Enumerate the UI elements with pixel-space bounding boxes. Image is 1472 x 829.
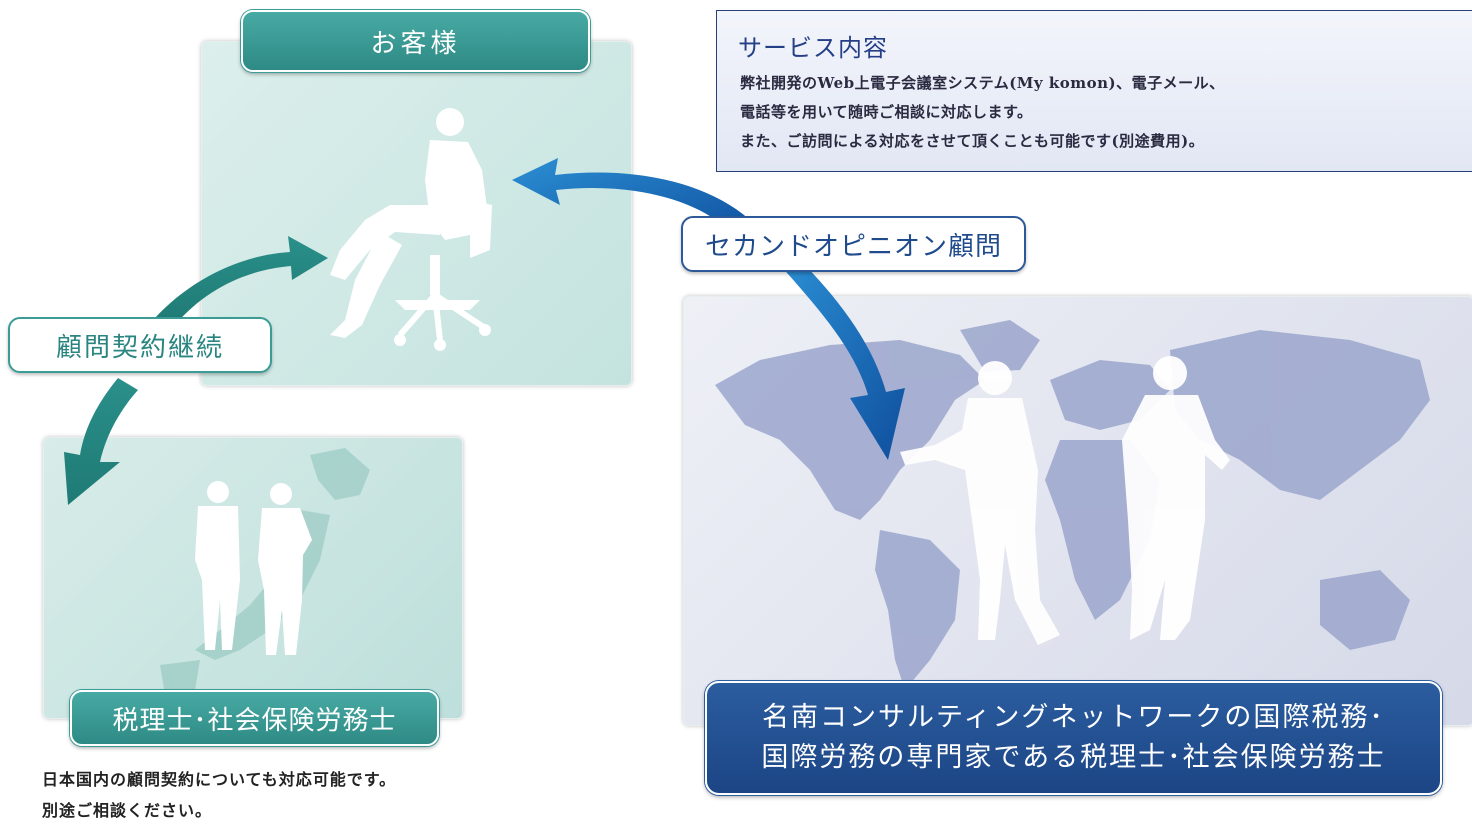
domestic-experts-silhouette — [195, 481, 312, 655]
asia-shape — [1170, 330, 1430, 500]
second-opinion-label: セカンドオピニオン顧問 — [681, 216, 1026, 272]
service-title: サービス内容 — [738, 34, 888, 62]
service-content-box — [716, 10, 1472, 172]
arrow-to-customer-from-domestic — [155, 236, 328, 325]
customer-label: お客様 — [241, 10, 590, 72]
domestic-note-line: 別途ご相談ください。 — [42, 801, 213, 820]
second-opinion-label-text: セカンドオピニオン顧問 — [704, 231, 1002, 262]
north-america-shape — [715, 340, 985, 520]
world-map-graphic — [715, 320, 1430, 690]
greenland-shape — [960, 320, 1040, 372]
arrow-to-customer — [512, 158, 760, 238]
customer-silhouette — [330, 108, 492, 351]
domestic-note-line: 日本国内の顧問契約についても対応可能です。 — [42, 770, 397, 789]
international-expert-label-line: 名南コンサルティングネットワークの国際税務･ — [762, 702, 1385, 733]
customer-label-text: お客様 — [370, 28, 461, 59]
arrow-to-domestic — [64, 378, 138, 505]
arrow-to-international — [780, 258, 905, 460]
australia-shape — [1320, 570, 1410, 650]
international-experts-silhouette — [900, 356, 1230, 645]
domestic-expert-label: 税理士･社会保険労務士 — [70, 690, 439, 746]
south-america-shape — [875, 530, 960, 690]
international-expert-label: 名南コンサルティングネットワークの国際税務･ 国際労務の専門家である税理士･社会… — [705, 681, 1442, 795]
domestic-expert-label-text: 税理士･社会保険労務士 — [112, 705, 397, 736]
service-description-line: 弊社開発のWeb上電子会議室システム(My komon)、電子メール、 — [740, 74, 1225, 92]
international-expert-label-line: 国際労務の専門家である税理士･社会保険労務士 — [761, 742, 1386, 773]
continuation-label: 顧問契約継続 — [8, 317, 272, 373]
domestic-expert-panel — [43, 437, 463, 719]
service-description-line: 電話等を用いて随時ご相談に対応します。 — [740, 103, 1033, 121]
continuation-label-text: 顧問契約継続 — [55, 332, 224, 363]
service-description-line: また、ご訪問による対応をさせて頂くことも可能です(別途費用)。 — [740, 132, 1205, 150]
